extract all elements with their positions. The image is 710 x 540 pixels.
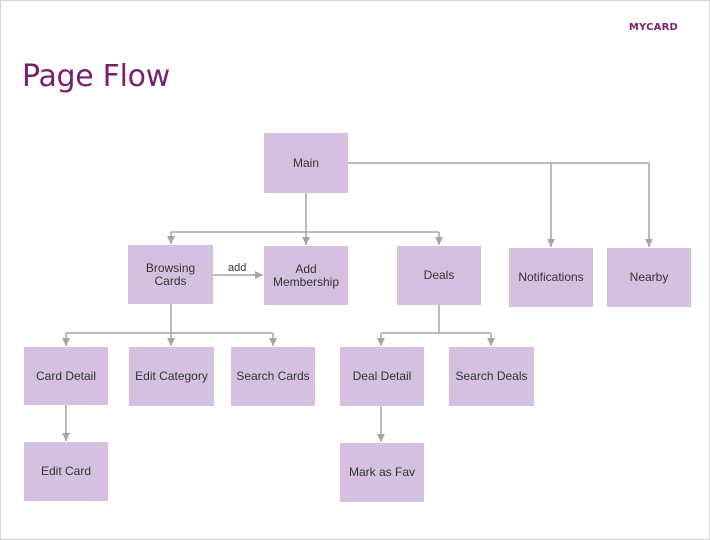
node-edit-card: Edit Card xyxy=(24,442,108,501)
node-add-membership: Add Membership xyxy=(264,246,348,305)
edge-label-add: add xyxy=(228,262,247,274)
node-main: Main xyxy=(264,133,348,193)
brand-logo: MYCARD xyxy=(628,22,678,33)
node-notifications: Notifications xyxy=(509,248,593,307)
node-card-detail: Card Detail xyxy=(24,347,108,405)
node-deals: Deals xyxy=(397,246,481,305)
node-browsing-cards: Browsing Cards xyxy=(128,245,213,304)
connector-main-nearby xyxy=(551,162,653,247)
connector-main-notifications xyxy=(348,162,555,247)
node-search-deals: Search Deals xyxy=(449,347,534,406)
node-mark-as-fav: Mark as Fav xyxy=(340,443,424,502)
node-deal-detail: Deal Detail xyxy=(340,347,424,406)
node-search-cards: Search Cards xyxy=(231,347,315,406)
page-title: Page Flow xyxy=(22,59,170,94)
node-edit-category: Edit Category xyxy=(129,347,214,406)
node-nearby: Nearby xyxy=(607,248,691,307)
